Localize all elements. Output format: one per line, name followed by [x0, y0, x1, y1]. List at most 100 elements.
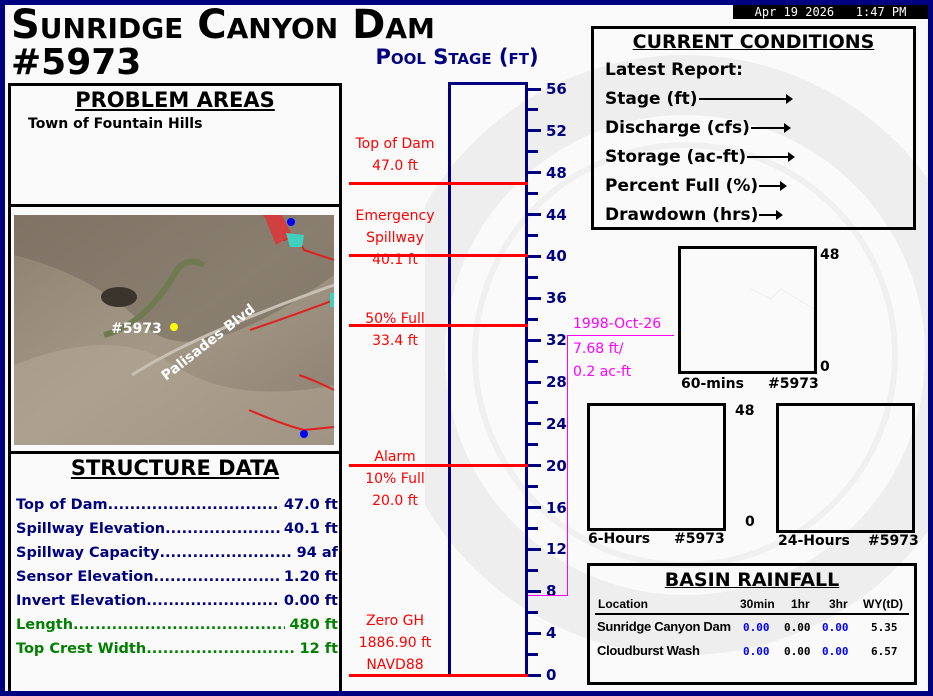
problem-areas-title: PROBLEM AREAS [75, 88, 275, 112]
gauge-marker[interactable] [287, 218, 295, 226]
rain-chart-60min-id: #5973 [768, 376, 819, 392]
basin-value-wy: 6.57 [871, 645, 898, 658]
gauge-tick [528, 547, 541, 551]
latest-report-label: Latest Report: [605, 60, 743, 80]
level-label-line: Zero GH [365, 613, 425, 629]
gauge-tick-label: 20 [546, 456, 567, 475]
gauge-tick [528, 422, 541, 426]
leader-dots: ........................................… [153, 569, 280, 585]
structure-label: Sensor Elevation [16, 569, 154, 585]
level-label-line: Spillway [366, 230, 424, 246]
col-location: Location [598, 597, 648, 611]
record-stage: 7.68 ft/ [573, 341, 624, 357]
aerial-map[interactable]: #5973 Palisades Blvd [14, 215, 334, 445]
gauge-tick [528, 87, 541, 91]
structure-label: Top Crest Width [16, 641, 147, 657]
leader-dots: ........................................… [159, 545, 293, 561]
gauge-tick [528, 317, 538, 321]
condition-row: Percent Full (%) [605, 176, 788, 196]
pool-stage-title: Pool Stage (ft) [375, 45, 539, 69]
gauge-tick-label: 12 [546, 540, 567, 559]
map-site-label: #5973 [111, 321, 162, 337]
basin-location: Sunridge Canyon Dam [597, 619, 731, 634]
dam-site-marker[interactable] [170, 323, 178, 331]
rain-chart-6hour [587, 403, 726, 531]
structure-row: Invert Elevation........................… [16, 593, 338, 609]
condition-row: Storage (ac-ft) [605, 147, 796, 167]
rain-chart-6hour-min: 0 [745, 514, 755, 530]
condition-label: Drawdown (hrs) [605, 205, 759, 225]
structure-value: 0.00 ft [283, 593, 338, 609]
gauge-tick-label: 56 [546, 80, 567, 98]
leader-dots: ........................................… [146, 641, 295, 657]
basin-value-h1: 0.00 [784, 645, 811, 658]
problem-areas-panel: PROBLEM AREAS Town of Fountain Hills [8, 83, 342, 207]
structure-row: Length..................................… [16, 617, 338, 633]
structure-value: 1.20 ft [283, 569, 338, 585]
level-label-line: Emergency [355, 208, 435, 224]
gauge-tick [528, 380, 541, 384]
arrow-icon [698, 94, 793, 104]
rain-chart-24hour [776, 403, 915, 533]
level-label-line: 33.4 ft [372, 333, 418, 349]
rain-chart-6hour-max: 48 [735, 403, 755, 419]
problem-area-item: Town of Fountain Hills [28, 116, 203, 132]
gauge-tick-label: 48 [546, 163, 567, 182]
gauge-tick [528, 568, 538, 572]
gauge-tick-label: 28 [546, 373, 567, 391]
gauge-tick [528, 359, 538, 363]
rain-chart-24hour-label: 24-Hours [778, 533, 850, 549]
dam-name-title: Sunridge Canyon Dam [11, 5, 435, 48]
gauge-tick [528, 254, 541, 258]
gauge-tick [528, 631, 541, 635]
gauge-tick-label: 16 [546, 498, 567, 517]
gauge-tick-label: 52 [546, 121, 567, 140]
record-bracket [567, 335, 674, 336]
gauge-tick [528, 275, 538, 279]
basin-rainfall-panel: BASIN RAINFALL Location 30min 1hr 3hr WY… [587, 563, 917, 685]
leader-dots: ........................................… [165, 521, 280, 537]
pool-stage-gauge [448, 82, 528, 677]
condition-label: Discharge (cfs) [605, 118, 750, 138]
col-wy: WY(tD) [863, 597, 903, 611]
gauge-marker[interactable] [300, 430, 308, 438]
gauge-tick [528, 652, 538, 656]
gauge-tick [528, 234, 538, 237]
structure-row: Spillway Elevation......................… [16, 521, 338, 537]
condition-label: Percent Full (%) [605, 176, 759, 196]
record-bracket-vertical [567, 335, 568, 595]
alarm-line [349, 464, 528, 468]
col-3hr: 3hr [829, 597, 848, 611]
gauge-tick [528, 589, 541, 593]
rain-chart-60min-max: 48 [820, 247, 840, 263]
gauge-tick [528, 108, 538, 112]
rain-chart-6hour-id: #5973 [674, 531, 725, 547]
rain-chart-60min-label: 60-mins [681, 376, 744, 392]
basin-value-h3: 0.00 [822, 621, 849, 634]
gauge-tick [528, 443, 538, 447]
level-label-line: 50% Full [365, 311, 425, 327]
condition-row: Discharge (cfs) [605, 118, 791, 138]
fifty-percent-full-label: 50% Full 33.4 ft [345, 308, 445, 352]
leader-dots: ........................................… [73, 617, 286, 633]
rain-chart-6hour-label: 6-Hours [588, 531, 651, 547]
level-label-line: 40.1 ft [372, 252, 418, 268]
structure-label: Invert Elevation [16, 593, 147, 609]
basin-value-m30: 0.00 [743, 645, 770, 658]
level-label-line: 10% Full [365, 471, 425, 487]
gauge-tick-label: 24 [546, 414, 567, 433]
zero-gh-line [349, 673, 528, 677]
dam-status-page: Sunridge Canyon Dam #5973 Apr 19 2026 1:… [5, 5, 928, 691]
structure-value: 94 af [296, 545, 338, 561]
map-panel: #5973 Palisades Blvd [8, 204, 342, 454]
gauge-tick-label: 4 [546, 624, 557, 643]
gauge-tick [528, 527, 538, 530]
level-label-line: NAVD88 [366, 657, 424, 673]
gauge-tick [528, 192, 538, 196]
condition-label: Stage (ft) [605, 89, 698, 109]
level-label-line: 47.0 ft [372, 158, 418, 174]
gauge-tick [528, 150, 538, 154]
